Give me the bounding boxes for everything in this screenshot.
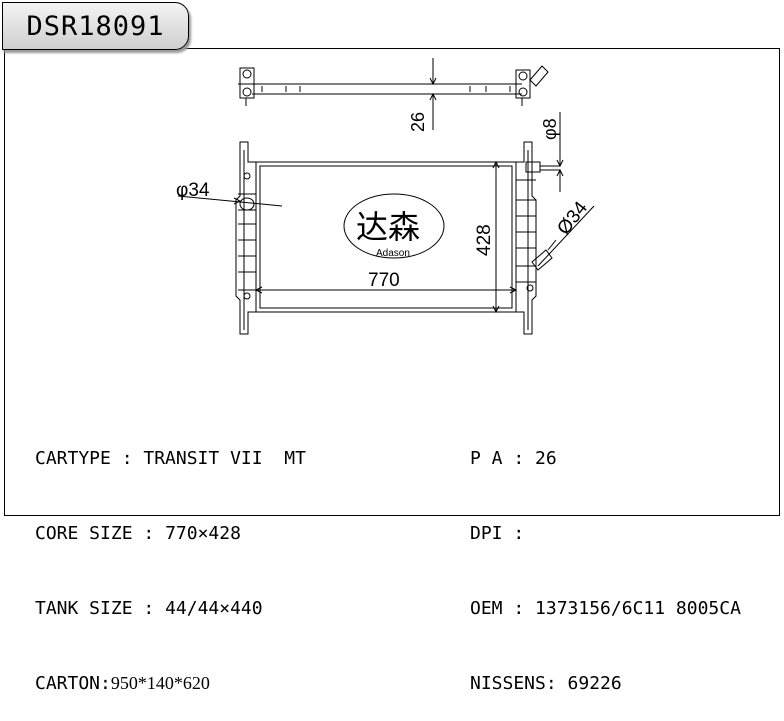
- spec-label: DPI: [470, 523, 503, 544]
- spec-value: 44/44×440: [165, 598, 263, 619]
- dim-right-pipe: Ø34: [553, 198, 592, 240]
- part-number: DSR18091: [26, 10, 165, 42]
- specs-right: P A : 26 DPI : OEM : 1373156/6C11 8005CA…: [470, 396, 741, 721]
- dim-width: 770: [368, 270, 400, 291]
- drawing-frame: [4, 48, 780, 516]
- spec-row-core-size: CORE SIZE : 770×428: [35, 523, 241, 544]
- spec-label: CARTYPE: [35, 448, 111, 469]
- logo-chinese: 达森: [356, 209, 420, 245]
- spec-value: TRANSIT VII MT: [143, 448, 306, 469]
- part-number-tab: DSR18091: [2, 2, 189, 50]
- dim-26-lines: [429, 58, 437, 130]
- specs-left: CARTYPE : TRANSIT VII MT CORE SIZE : 770…: [35, 396, 306, 721]
- dim-top-height: 26: [408, 112, 428, 132]
- radiator-drawing: 26 φ8 φ34 Ø34 770 428 达森 Adason: [176, 58, 595, 335]
- dim-width-lines: [254, 286, 518, 294]
- spec-row-pa: P A : 26: [470, 448, 557, 469]
- spec-value: 69226: [567, 673, 622, 694]
- dim-left-pipe: φ34: [176, 180, 210, 201]
- left-tank: [235, 141, 257, 335]
- spec-label: TANK SIZE: [35, 598, 133, 619]
- spec-label: OEM: [470, 598, 503, 619]
- spec-label: NISSENS: [470, 673, 546, 694]
- dim-height: 428: [474, 224, 495, 256]
- dim-small-pipe: φ8: [540, 118, 560, 140]
- spec-row-oem: OEM : 1373156/6C11 8005CA: [470, 598, 741, 619]
- spec-value: 26: [535, 448, 557, 469]
- dim-phi8-lines: [556, 112, 564, 192]
- logo-brand: Adason: [376, 248, 410, 259]
- dim-left-pipe-lines: [177, 195, 283, 207]
- dim-right-pipe-lines: [537, 205, 595, 267]
- spec-row-nissens: NISSENS: 69226: [470, 673, 622, 694]
- dim-height-lines: [490, 160, 516, 314]
- spec-value: 950*140*620: [110, 673, 210, 693]
- spec-row-tank-size: TANK SIZE : 44/44×440: [35, 598, 263, 619]
- spec-row-carton: CARTON:950*140*620: [35, 673, 210, 694]
- spec-row-cartype: CARTYPE : TRANSIT VII MT: [35, 448, 306, 469]
- spec-label: P A: [470, 448, 503, 469]
- spec-value: 1373156/6C11 8005CA: [535, 598, 741, 619]
- logo-oval: [343, 193, 445, 259]
- spec-row-dpi: DPI :: [470, 523, 536, 544]
- spec-value: 770×428: [165, 523, 241, 544]
- spec-label: CARTON: [35, 673, 101, 694]
- right-tank: [515, 141, 560, 335]
- spec-label: CORE SIZE: [35, 523, 133, 544]
- top-bracket: [238, 65, 549, 106]
